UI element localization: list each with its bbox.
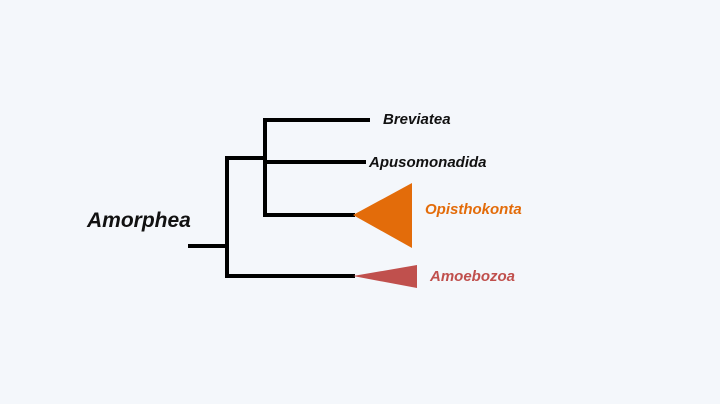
opisthokonta-clade-triangle <box>353 183 412 248</box>
taxon-label-breviatea: Breviatea <box>383 111 451 128</box>
taxon-label-amoebozoa: Amoebozoa <box>430 268 516 285</box>
amoebozoa-clade-triangle <box>353 265 417 288</box>
root-label-amorphea: Amorphea <box>87 209 191 232</box>
taxon-label-apusomonadida: Apusomonadida <box>369 154 487 171</box>
taxon-label-opisthokonta: Opisthokonta <box>425 201 522 218</box>
